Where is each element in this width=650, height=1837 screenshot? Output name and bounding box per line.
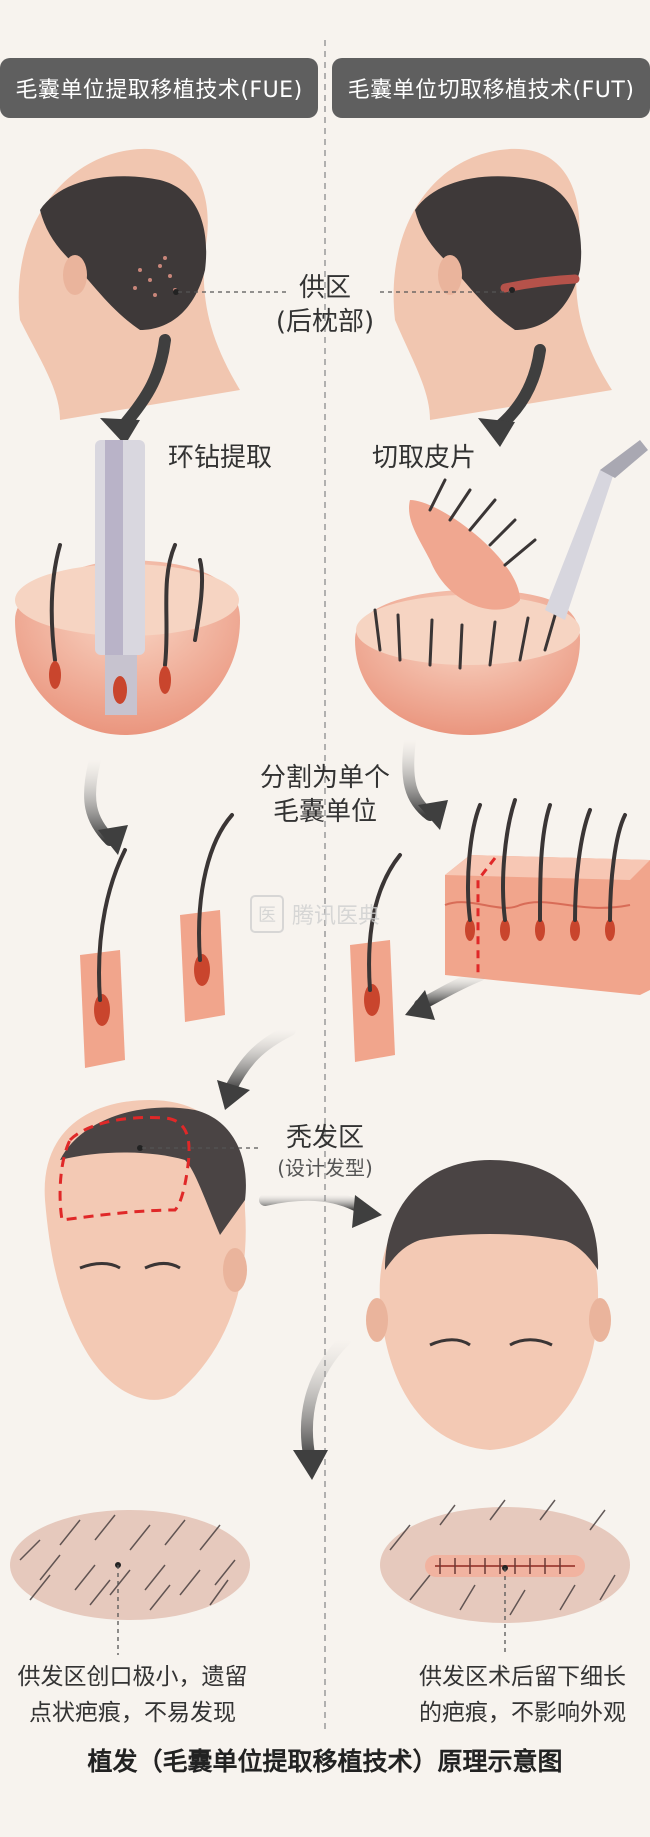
watermark-logo-icon: 医 — [250, 895, 284, 933]
fue-caption-line2: 点状疤痕，不易发现 — [29, 1699, 236, 1726]
arrow-to-scars — [301, 1334, 351, 1466]
bald-area-sub-label: (设计发型) — [277, 1156, 373, 1180]
donor-area-line2: (后枕部) — [275, 306, 375, 337]
donor-area-line1: 供区 — [298, 273, 351, 303]
fue-caption-line1: 供发区创口极小，遗留 — [17, 1664, 248, 1690]
follicular-unit-2 — [180, 813, 234, 1022]
follicular-unit-1 — [80, 848, 127, 1068]
diagram-title: 植发（毛囊单位提取移植技术）原理示意图 — [87, 1747, 563, 1776]
fue-tissue-block — [15, 440, 240, 735]
cut-strip-label: 切取皮片 — [372, 443, 477, 473]
fue-arrow-2 — [84, 754, 116, 846]
arrow-to-recipient — [224, 1024, 296, 1096]
divide-units-line1: 分割为单个 — [259, 763, 390, 793]
bald-area-label: 秃发区 — [285, 1123, 364, 1153]
divide-units-line2: 毛囊单位 — [272, 796, 377, 827]
fue-caption: 供发区创口极小，遗留 点状疤痕，不易发现 — [0, 1660, 265, 1731]
recipient-head — [44, 1100, 247, 1400]
watermark-text: 腾讯医典 — [292, 904, 381, 929]
fut-caption-line1: 供发区术后留下细长 — [419, 1664, 626, 1690]
fut-caption-line2: 的疤痕，不影响外观 — [419, 1699, 626, 1726]
follicular-unit-3 — [350, 853, 402, 1062]
fut-scar-patch — [380, 1499, 630, 1623]
result-head — [366, 1160, 611, 1450]
fut-header-pill: 毛囊单位切取移植技术(FUT) — [332, 58, 650, 118]
fut-arrow-3 — [414, 969, 486, 1011]
divide-units-label: 分割为单个 毛囊单位 — [245, 762, 405, 830]
fue-header-pill: 毛囊单位提取移植技术(FUE) — [0, 58, 318, 118]
fut-donor-head — [393, 148, 612, 421]
fut-strip-block — [444, 798, 650, 995]
fut-caption: 供发区术后留下细长 的疤痕，不影响外观 — [395, 1660, 650, 1731]
fue-donor-head — [18, 148, 240, 421]
watermark: 医 腾讯医典 — [250, 895, 380, 933]
donor-area-label: 供区 (后枕部) — [265, 272, 385, 340]
fut-tissue-block — [355, 440, 648, 735]
fue-scar-patch — [10, 1510, 250, 1620]
punch-extract-label: 环钻提取 — [168, 443, 273, 473]
arrow-to-result — [259, 1188, 371, 1216]
